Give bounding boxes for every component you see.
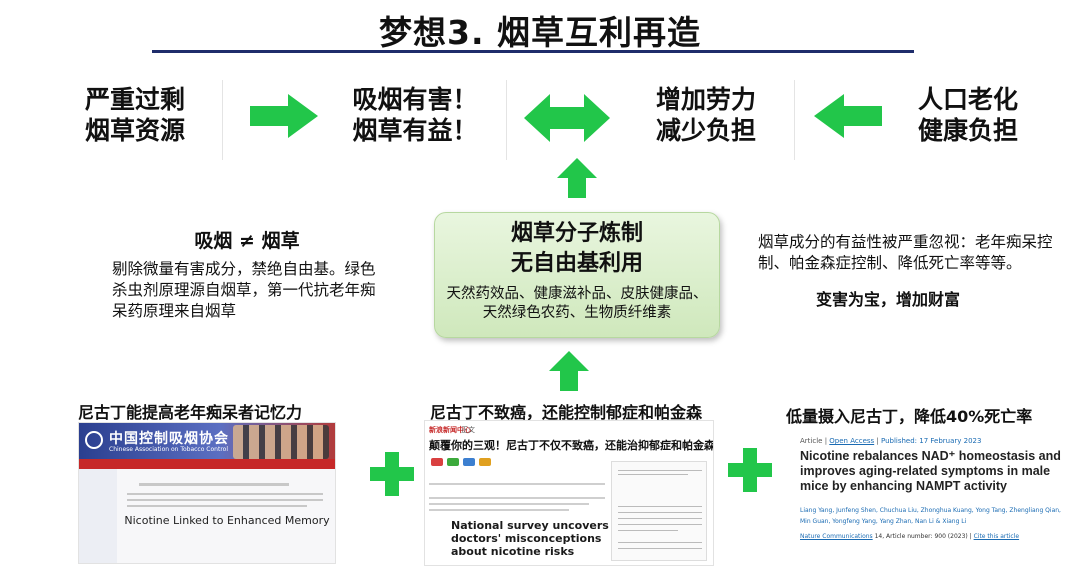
banner-photo — [233, 425, 329, 459]
text-line — [618, 518, 702, 519]
site-sidebar — [79, 469, 117, 563]
left-note-heading: 吸烟 ≠ 烟草 — [194, 230, 300, 252]
org-name-en: Chinese Association on Tobacco Control — [109, 446, 228, 453]
evidence-caption: 尼古丁不致癌，还能控制郁症和帕金森 — [430, 403, 703, 422]
volume-info: 14, Article number: 900 (2023) — [874, 533, 968, 540]
arrow-left-icon — [814, 94, 882, 138]
divider — [506, 80, 507, 160]
article-headline: Nicotine Linked to Enhanced Memory — [124, 514, 330, 527]
text-line — [618, 524, 702, 525]
article-screenshot-news: 新浪新闻中心 正文 颠覆你的三观！尼古丁不仅不致癌，还能治抑郁症和帕金森！ Na… — [424, 420, 714, 566]
arrow-up-icon — [549, 351, 589, 391]
box-line: 严重过剩 — [84, 85, 185, 114]
text-line — [127, 499, 323, 501]
box-line: 减少负担 — [655, 116, 756, 145]
site-nav — [79, 459, 335, 469]
page-title: 梦想3. 烟草互利再造 — [379, 13, 701, 52]
news-subheadline: National survey uncovers doctors' miscon… — [451, 519, 609, 558]
text-line — [127, 493, 323, 495]
center-subtitle: 天然药效品、健康滋补品、皮肤健康品、 — [446, 286, 708, 302]
divider — [794, 80, 795, 160]
evidence-caption: 低量摄入尼古丁，降低40%死亡率 — [786, 407, 1033, 426]
paper-meta: Article | Open Access | Published: 17 Fe… — [800, 437, 982, 445]
evidence-caption: 尼古丁能提高老年痴呆者记忆力 — [78, 403, 303, 422]
share-button[interactable] — [463, 458, 475, 466]
box-line: 增加劳力 — [655, 85, 756, 114]
paper-authors: Liang Yang, Junfeng Shen, Chuchua Liu, Z… — [800, 507, 1061, 525]
published-date: Published: 17 February 2023 — [880, 437, 982, 445]
text-line — [618, 542, 702, 543]
paper-title: Nicotine rebalances NAD⁺ homeostasis and… — [800, 449, 1061, 493]
center-molecular-refining-box: 烟草分子炼制 无自由基利用 天然药效品、健康滋补品、皮肤健康品、 天然绿色农药、… — [434, 212, 720, 338]
box-line: 人口老化 — [917, 85, 1018, 114]
news-source: 新浪新闻中心 — [429, 426, 471, 434]
arrow-up-icon — [557, 158, 597, 198]
text-line — [618, 506, 702, 507]
news-headline: 颠覆你的三观！尼古丁不仅不致癌，还能治抑郁症和帕金森！ — [429, 439, 714, 452]
text-line — [429, 509, 569, 511]
divider — [222, 80, 223, 160]
box-line: 烟草资源 — [84, 116, 185, 145]
text-line — [429, 503, 589, 505]
text-line — [618, 548, 702, 549]
no-smoking-logo-icon — [85, 431, 103, 449]
share-button[interactable] — [447, 458, 459, 466]
text-line — [618, 470, 702, 471]
org-name: 中国控制吸烟协会 — [109, 431, 229, 447]
arrow-right-icon — [250, 94, 318, 138]
box-smoking-harmful: 吸烟有害！ 烟草有益！ — [340, 84, 490, 146]
left-note-text: 剔除微量有害成分，禁绝自由基。绿色杀虫剂原理源自烟草，第一代抗老年痴呆药原理来自… — [112, 260, 376, 320]
text-line — [618, 474, 688, 475]
box-aging-population: 人口老化 健康负担 — [898, 84, 1038, 146]
center-title: 烟草分子炼制 — [510, 221, 643, 246]
center-title: 无自由基利用 — [510, 251, 643, 276]
box-increase-labor: 增加劳力 减少负担 — [636, 84, 776, 146]
text-line — [618, 512, 702, 513]
plus-icon — [728, 448, 772, 492]
box-surplus-tobacco: 严重过剩 烟草资源 — [70, 84, 200, 146]
article-screenshot-memory: 中国控制吸烟协会 Chinese Association on Tobacco … — [78, 422, 336, 564]
article-type: Article — [800, 437, 823, 445]
text-line — [429, 483, 605, 485]
box-line: 烟草有益！ — [352, 116, 478, 145]
left-note: 吸烟 ≠ 烟草 剔除微量有害成分，禁绝自由基。绿色杀虫剂原理源自烟草，第一代抗老… — [112, 226, 382, 322]
right-note-heading: 变害为宝，增加财富 — [815, 290, 960, 309]
double-arrow-icon — [524, 94, 610, 142]
right-note: 烟草成分的有益性被严重忽视：老年痴呆控制、帕金森症控制、降低死亡率等等。 变害为… — [758, 232, 1058, 310]
news-source-sub: 正文 — [461, 426, 475, 434]
plus-icon — [370, 452, 414, 496]
inset-document — [611, 461, 707, 561]
cite-link[interactable]: Cite this article — [973, 533, 1020, 540]
share-button[interactable] — [431, 458, 443, 466]
site-banner: 中国控制吸烟协会 Chinese Association on Tobacco … — [79, 423, 335, 459]
box-line: 健康负担 — [917, 116, 1018, 145]
paper-journal: Nature Communications 14, Article number… — [800, 533, 1020, 540]
text-line — [618, 530, 678, 531]
text-line — [127, 505, 307, 507]
journal-link[interactable]: Nature Communications — [800, 533, 873, 540]
box-line: 吸烟有害！ — [352, 85, 478, 114]
share-button[interactable] — [479, 458, 491, 466]
right-note-text: 烟草成分的有益性被严重忽视：老年痴呆控制、帕金森症控制、降低死亡率等等。 — [758, 233, 1053, 272]
article-screenshot-paper: Article | Open Access | Published: 17 Fe… — [796, 431, 1062, 567]
center-subtitle: 天然绿色农药、生物质纤维素 — [482, 305, 672, 321]
text-line — [429, 497, 605, 499]
text-line — [139, 483, 289, 486]
title-underline — [152, 50, 914, 53]
open-access-link[interactable]: Open Access — [829, 437, 875, 445]
